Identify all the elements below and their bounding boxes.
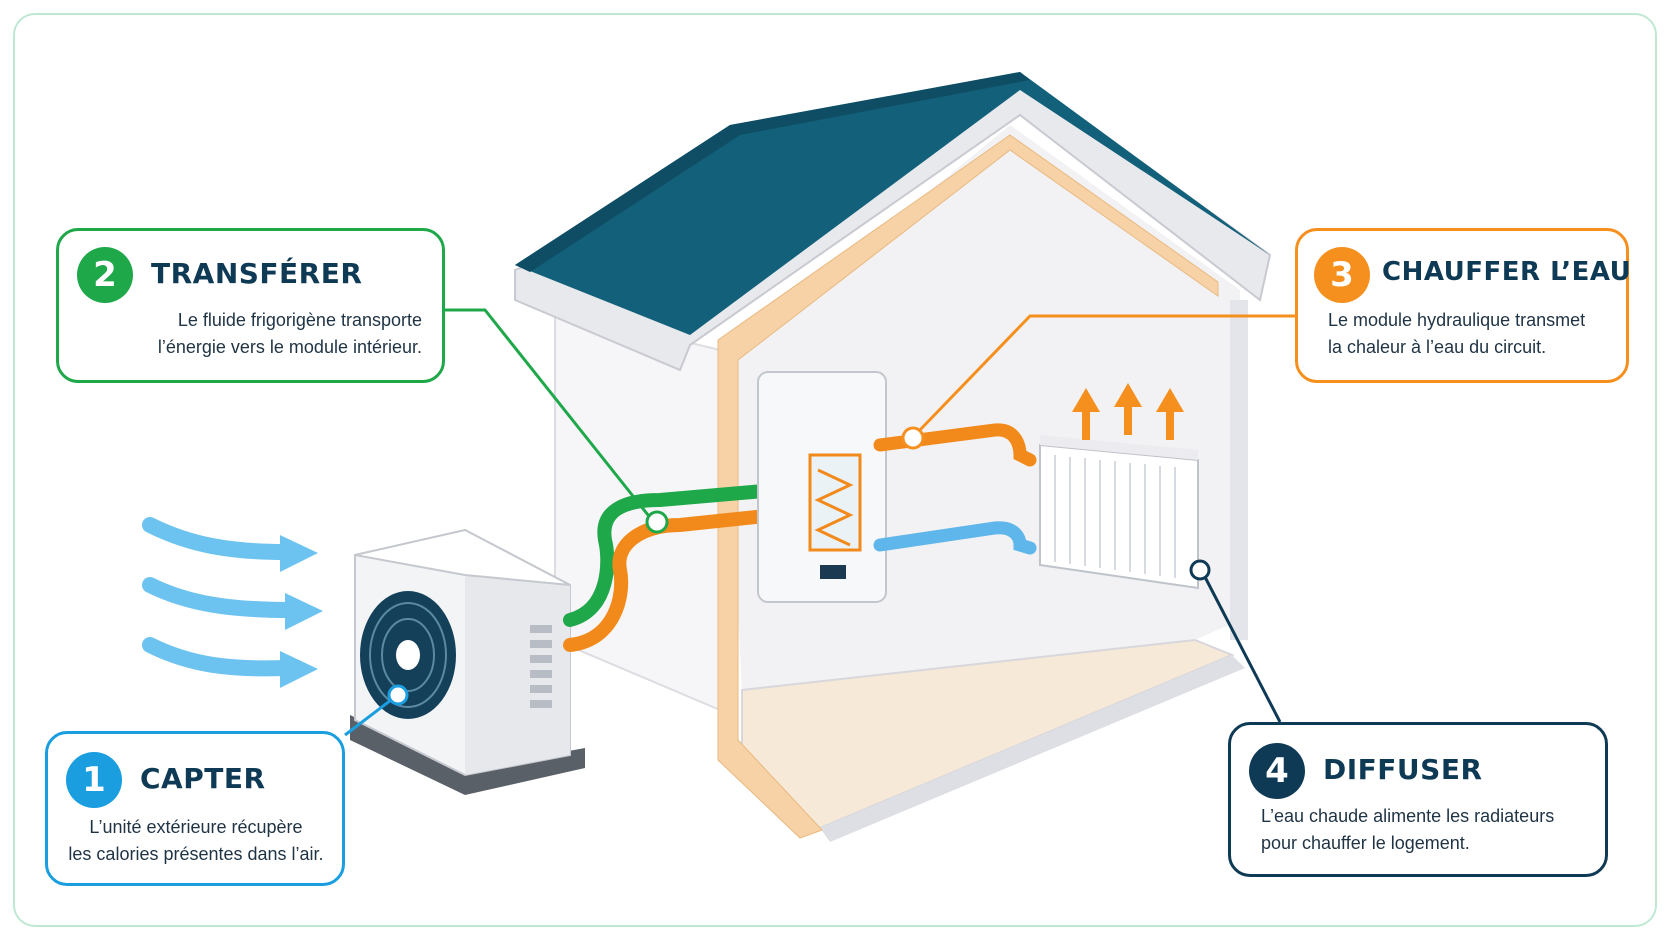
air-flow bbox=[142, 517, 298, 677]
marker-2 bbox=[645, 510, 669, 534]
cold-water-pipe bbox=[873, 521, 1037, 555]
step-number-badge: 4 bbox=[1249, 743, 1305, 799]
floor-edge bbox=[820, 655, 1245, 842]
description-line: les calories présentes dans l’air. bbox=[68, 844, 324, 864]
step-card-4: 4 DIFFUSER L’eau chaude alimente les rad… bbox=[1228, 722, 1608, 877]
heat-arrow-icon bbox=[1114, 383, 1142, 435]
step-title: TRANSFÉRER bbox=[151, 257, 363, 290]
description-line: l’énergie vers le module intérieur. bbox=[157, 337, 422, 357]
wind-arrow-icon bbox=[142, 517, 293, 560]
module-display bbox=[820, 565, 846, 579]
hot-water-pipe bbox=[873, 423, 1037, 467]
step-title: CHAUFFER L’EAU bbox=[1382, 257, 1632, 287]
leader-line-4 bbox=[1203, 576, 1282, 723]
description-line: Le module hydraulique transmet bbox=[1328, 310, 1586, 330]
description-line: pour chauffer le logement. bbox=[1261, 833, 1470, 853]
description-line: L’unité extérieure récupère bbox=[89, 817, 303, 837]
wind-arrow-icon bbox=[142, 577, 298, 618]
step-number-badge: 1 bbox=[66, 752, 122, 808]
description-line: L’eau chaude alimente les radiateurs bbox=[1261, 806, 1555, 826]
step-number-badge: 2 bbox=[77, 247, 133, 303]
heat-arrow-icon bbox=[1072, 388, 1100, 440]
hydraulic-module bbox=[757, 371, 887, 603]
step-title: DIFFUSER bbox=[1323, 753, 1483, 786]
step-card-2: 2 TRANSFÉRER Le fluide frigorigène trans… bbox=[56, 228, 445, 383]
house-right-wall bbox=[1230, 300, 1248, 640]
step-title: CAPTER bbox=[140, 762, 266, 795]
step-number-badge: 3 bbox=[1314, 247, 1370, 303]
wall-insulation bbox=[717, 134, 1219, 839]
marker-1 bbox=[387, 684, 409, 706]
leader-line-2 bbox=[445, 308, 654, 521]
heat-arrow-icon bbox=[1156, 388, 1184, 440]
radiator bbox=[1039, 435, 1199, 590]
roof bbox=[515, 72, 1270, 335]
description-line: la chaleur à l’eau du circuit. bbox=[1328, 337, 1547, 357]
step-description: L’eau chaude alimente les radiateurs pou… bbox=[1261, 803, 1554, 857]
step-description: Le fluide frigorigène transporte l’énerg… bbox=[158, 307, 422, 361]
marker-4 bbox=[1189, 559, 1211, 581]
step-description: L’unité extérieure récupère les calories… bbox=[66, 814, 326, 868]
step-description: Le module hydraulique transmet la chaleu… bbox=[1328, 307, 1585, 361]
leader-line-3 bbox=[916, 314, 1295, 434]
step-card-3: 3 CHAUFFER L’EAU Le module hydraulique t… bbox=[1295, 228, 1632, 383]
exchanger-coil bbox=[814, 468, 854, 547]
heat-rising bbox=[1072, 383, 1184, 440]
step-card-1: 1 CAPTER L’unité extérieure récupère les… bbox=[45, 731, 345, 886]
outdoor-unit bbox=[350, 528, 585, 795]
diagram-frame bbox=[13, 13, 1657, 927]
marker-3 bbox=[901, 426, 925, 450]
leader-line-1 bbox=[344, 695, 396, 737]
wind-arrow-icon bbox=[142, 637, 293, 677]
description-line: Le fluide frigorigène transporte bbox=[177, 310, 422, 330]
